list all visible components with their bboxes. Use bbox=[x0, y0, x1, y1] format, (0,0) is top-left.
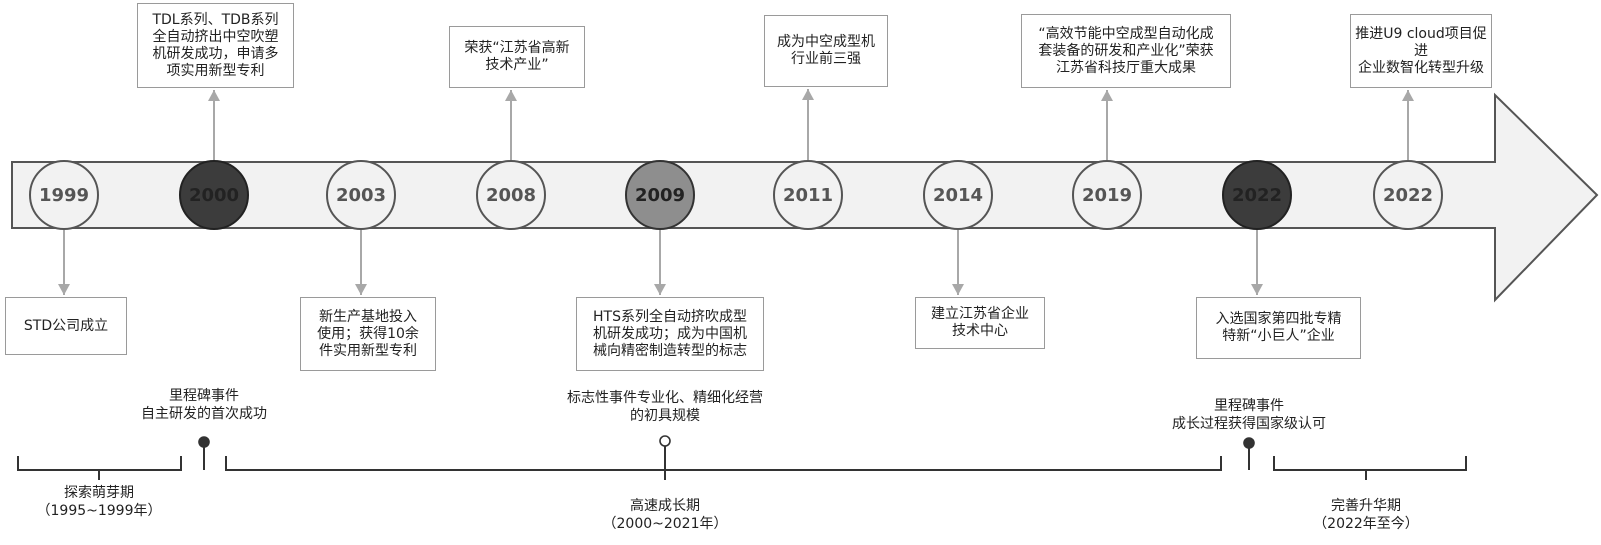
year-node-4: 2009 bbox=[625, 160, 695, 230]
phase-bracket-1 bbox=[225, 456, 1222, 480]
connector-lines bbox=[58, 89, 1414, 295]
annotation-marker-1 bbox=[659, 435, 671, 447]
phase-bracket-0 bbox=[17, 456, 182, 480]
phase-label-2: 完善升华期 （2022年至今） bbox=[1313, 498, 1419, 532]
phase-bracket-2 bbox=[1273, 456, 1467, 480]
connector-arrowhead-2 bbox=[355, 284, 367, 295]
connector-arrowhead-0 bbox=[58, 284, 70, 295]
milestone-box-1: TDL系列、TDB系列 全自动挤出中空吹塑 机研发成功，申请多 项实用新型专利 bbox=[137, 3, 294, 88]
year-node-8: 2022 bbox=[1222, 160, 1292, 230]
milestone-box-9: 推进U9 cloud项目促进 企业数智化转型升级 bbox=[1350, 14, 1492, 88]
connector-arrowhead-7 bbox=[1101, 90, 1113, 101]
phase-brackets bbox=[17, 435, 1467, 480]
year-node-2: 2003 bbox=[326, 160, 396, 230]
year-node-5: 2011 bbox=[773, 160, 843, 230]
connector-arrowhead-6 bbox=[952, 284, 964, 295]
annotation-text-2: 里程碑事件 成长过程获得国家级认可 bbox=[1172, 398, 1326, 432]
year-node-9: 2022 bbox=[1373, 160, 1443, 230]
phase-label-0: 探索萌芽期 （1995~1999年） bbox=[36, 485, 162, 519]
milestone-box-5: 成为中空成型机 行业前三强 bbox=[764, 15, 888, 87]
milestone-box-6: 建立江苏省企业 技术中心 bbox=[915, 297, 1045, 349]
milestone-box-2: 新生产基地投入 使用；获得10余 件实用新型专利 bbox=[300, 297, 436, 371]
milestone-box-8: 入选国家第四批专精 特新“小巨人”企业 bbox=[1196, 297, 1361, 359]
milestone-box-4: HTS系列全自动挤吹成型 机研发成功；成为中国机 械向精密制造转型的标志 bbox=[576, 297, 764, 371]
connector-arrowhead-1 bbox=[208, 90, 220, 101]
year-node-3: 2008 bbox=[476, 160, 546, 230]
milestone-box-0: STD公司成立 bbox=[5, 297, 127, 355]
annotation-text-0: 里程碑事件 自主研发的首次成功 bbox=[141, 388, 267, 422]
annotation-marker-2 bbox=[1243, 437, 1255, 449]
year-node-1: 2000 bbox=[179, 160, 249, 230]
connector-arrowhead-5 bbox=[802, 89, 814, 100]
annotation-text-1: 标志性事件专业化、精细化经营 的初具规模 bbox=[567, 390, 763, 424]
connector-arrowhead-4 bbox=[654, 284, 666, 295]
milestone-box-3: 荣获“江苏省高新 技术产业” bbox=[449, 26, 585, 88]
phase-label-1: 高速成长期 （2000~2021年） bbox=[602, 498, 728, 532]
connector-arrowhead-8 bbox=[1251, 284, 1263, 295]
connector-arrowhead-3 bbox=[505, 90, 517, 101]
year-node-7: 2019 bbox=[1072, 160, 1142, 230]
annotation-marker-0 bbox=[198, 436, 210, 448]
connector-arrowhead-9 bbox=[1402, 90, 1414, 101]
milestone-box-7: “高效节能中空成型自动化成 套装备的研发和产业化”荣获 江苏省科技厅重大成果 bbox=[1021, 14, 1231, 88]
year-node-6: 2014 bbox=[923, 160, 993, 230]
year-node-0: 1999 bbox=[29, 160, 99, 230]
